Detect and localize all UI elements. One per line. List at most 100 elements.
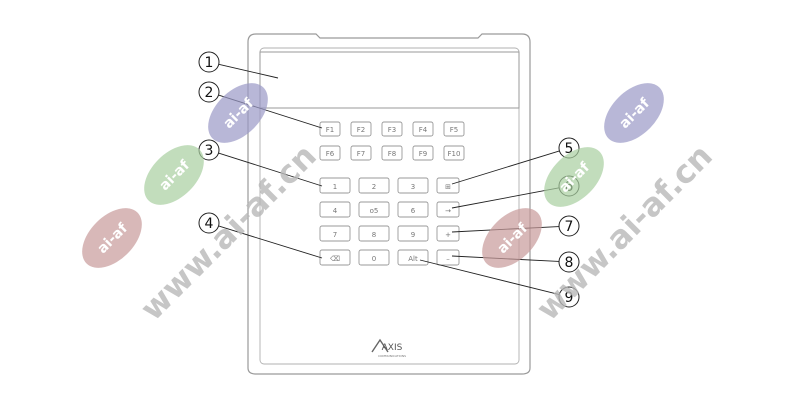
callout-number: 9: [565, 290, 574, 306]
key-label: o5: [370, 207, 379, 215]
key-label: F6: [326, 150, 335, 158]
watermark-badge-shape: [482, 208, 542, 268]
callout-circle: [198, 81, 220, 103]
keypad-key-1-0[interactable]: 4: [319, 201, 351, 218]
function-key-f6[interactable]: F6: [319, 145, 341, 161]
leader-line: [218, 225, 323, 259]
keypad-key-1-2[interactable]: 6: [397, 201, 429, 218]
key-cap: [319, 225, 351, 242]
callout-number: 1: [205, 55, 214, 71]
watermark-badge-shape: [82, 208, 142, 268]
keypad-key-3-0[interactable]: ⌫: [319, 249, 351, 266]
key-label: ⌫: [330, 255, 340, 263]
key-cap: [397, 177, 429, 194]
keypad-key-1-1[interactable]: o5: [358, 201, 390, 218]
key-label: 2: [372, 183, 376, 191]
callout-1: 1: [198, 51, 279, 79]
key-cap: [397, 249, 429, 266]
callout-number: 2: [205, 85, 214, 101]
key-cap: [319, 121, 341, 137]
key-label: 8: [372, 231, 376, 239]
watermark-badge: ai-af: [482, 208, 542, 268]
watermark-badge-shape: [604, 83, 664, 143]
keypad-key-0-2[interactable]: 3: [397, 177, 429, 194]
function-key-f9[interactable]: F9: [412, 145, 434, 161]
brand-logo: AXIS COMMUNICATIONS: [371, 338, 406, 358]
key-cap: [397, 201, 429, 218]
key-cap: [358, 249, 390, 266]
keypad-key-3-1[interactable]: 0: [358, 249, 390, 266]
watermark-badge: ai-af: [604, 83, 664, 143]
keypad-key-2-2[interactable]: 9: [397, 225, 429, 242]
key-label: F1: [326, 126, 334, 134]
key-cap: [436, 177, 460, 194]
key-cap: [350, 145, 372, 161]
key-cap: [381, 145, 403, 161]
keypad-key-2-1[interactable]: 8: [358, 225, 390, 242]
logo-subtext: COMMUNICATIONS: [378, 354, 406, 358]
watermark-badge: ai-af: [208, 83, 268, 143]
keypad-key-2-0[interactable]: 7: [319, 225, 351, 242]
key-cap: [358, 177, 390, 194]
callout-3: 3: [198, 139, 323, 187]
callout-number: 7: [565, 219, 574, 235]
callout-circle: [558, 215, 580, 237]
key-cap: [412, 121, 434, 137]
leader-line: [218, 152, 323, 187]
key-label: F3: [388, 126, 396, 134]
key-label: F4: [419, 126, 428, 134]
key-cap: [436, 249, 460, 266]
function-key-f5[interactable]: F5: [443, 121, 465, 137]
callout-circle: [558, 286, 580, 308]
watermark-badge: ai-af: [144, 145, 204, 205]
key-label: F9: [419, 150, 427, 158]
callout-number: 5: [565, 141, 574, 157]
keypad-key-0-3[interactable]: ⊞: [436, 177, 460, 194]
key-cap: [319, 145, 341, 161]
key-label: 1: [333, 183, 337, 191]
keypad-key-3-3[interactable]: –: [436, 249, 460, 266]
key-cap: [397, 225, 429, 242]
keypad-key-3-2[interactable]: Alt: [397, 249, 429, 266]
key-cap: [412, 145, 434, 161]
leader-line: [218, 63, 279, 79]
key-label: F7: [357, 150, 365, 158]
numeric-keypad: 1 2 3 ⊞ 4 o5 6 → 7 8 9 + ⌫ 0 Alt –: [319, 177, 460, 266]
watermark-badge-shape: [544, 147, 604, 207]
key-label: –: [446, 255, 450, 263]
callout-2: 2: [198, 81, 323, 129]
key-cap: [436, 225, 460, 242]
keypad-key-1-3[interactable]: →: [436, 201, 460, 218]
function-key-f3[interactable]: F3: [381, 121, 403, 137]
function-key-f10[interactable]: F10: [443, 145, 465, 161]
key-cap: [436, 201, 460, 218]
function-key-f7[interactable]: F7: [350, 145, 372, 161]
key-label: +: [445, 231, 451, 239]
function-key-f4[interactable]: F4: [412, 121, 434, 137]
key-label: 4: [333, 207, 338, 215]
device-outer-frame: [247, 33, 531, 375]
leader-line: [451, 150, 560, 185]
leader-line: [451, 187, 560, 209]
key-label: F10: [448, 150, 461, 158]
key-label: F8: [388, 150, 396, 158]
callout-circle: [558, 251, 580, 273]
key-cap: [443, 145, 465, 161]
key-label: Alt: [408, 255, 418, 263]
key-label: 0: [372, 255, 376, 263]
watermark-badge: ai-af: [82, 208, 142, 268]
key-label: F5: [450, 126, 458, 134]
display-window: [259, 51, 520, 109]
keypad-key-0-1[interactable]: 2: [358, 177, 390, 194]
key-label: ⊞: [445, 183, 451, 191]
function-key-f2[interactable]: F2: [350, 121, 372, 137]
watermark-badge-shape: [208, 83, 268, 143]
key-label: 6: [411, 207, 416, 215]
callout-circle: [198, 51, 220, 73]
key-cap: [358, 225, 390, 242]
function-key-f8[interactable]: F8: [381, 145, 403, 161]
keypad-key-2-3[interactable]: +: [436, 225, 460, 242]
function-key-f1[interactable]: F1: [319, 121, 341, 137]
keypad-key-0-0[interactable]: 1: [319, 177, 351, 194]
